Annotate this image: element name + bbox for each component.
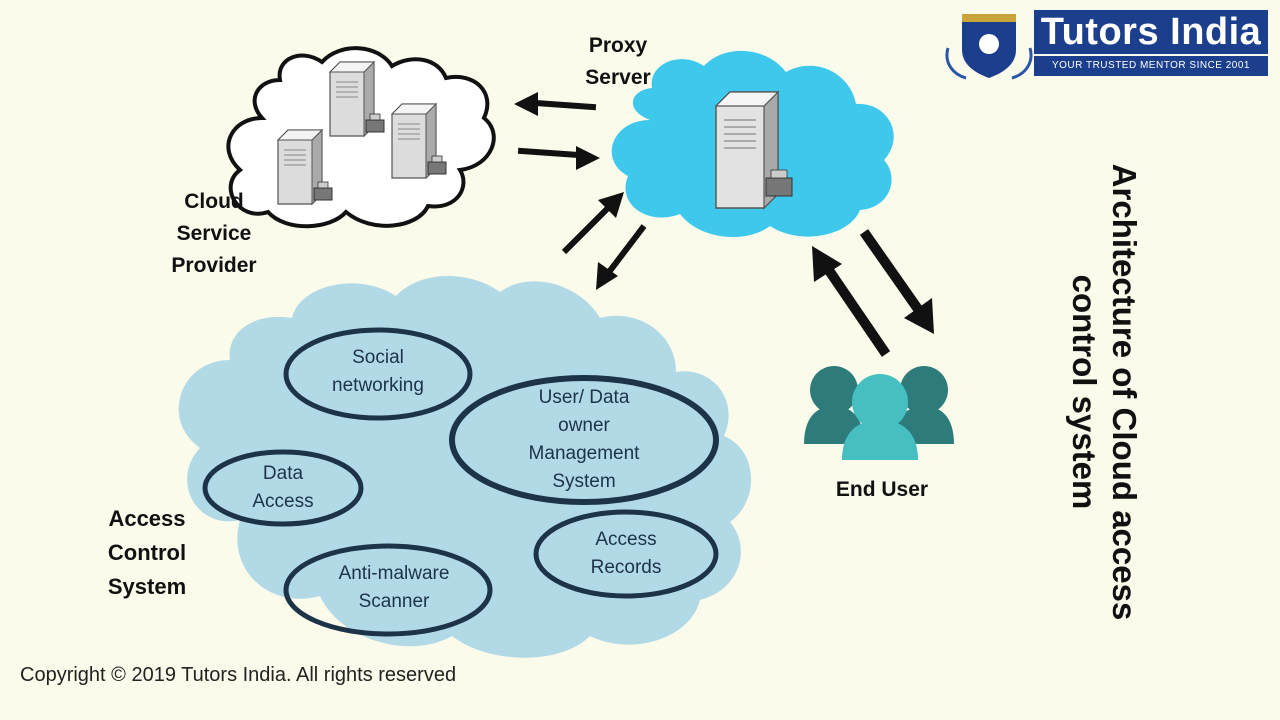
copyright-text: Copyright © 2019 Tutors India. All right… — [20, 664, 457, 686]
user-data-owner-ellipse — [449, 375, 719, 505]
arrow-access-to-proxy — [561, 192, 624, 255]
arrow-proxy-to-user — [859, 229, 934, 334]
data-access-label: Data Access — [252, 463, 314, 512]
social-networking-label: Social networking — [332, 347, 424, 396]
user-data-owner-label: User/ Data owner Management System — [528, 387, 640, 492]
arrow-proxy-to-provider — [514, 92, 597, 116]
user-group-icon — [804, 366, 954, 460]
logo: Tutors India YOUR TRUSTED MENTOR SINCE 2… — [940, 8, 1270, 78]
crest-icon — [945, 14, 1033, 80]
logo-title: Tutors India — [1034, 10, 1268, 54]
end-user-label: End User — [835, 478, 929, 501]
access-records-ellipse — [533, 509, 719, 599]
arrow-proxy-to-access — [596, 224, 647, 290]
logo-tagline: YOUR TRUSTED MENTOR SINCE 2001 — [1034, 56, 1268, 76]
cloud-service-provider-label: Cloud Service Provider — [171, 190, 257, 277]
arrow-provider-to-proxy — [517, 146, 600, 170]
social-networking-ellipse — [283, 327, 473, 421]
proxy-server-label: Proxy Server — [585, 34, 651, 89]
anti-malware-ellipse — [283, 543, 493, 637]
data-access-ellipse — [202, 449, 364, 527]
diagram-title-text: Architecture of Cloud access control sys… — [1066, 163, 1143, 621]
anti-malware-label: Anti-malware Scanner — [338, 563, 450, 612]
diagram-title: Architecture of Cloud access control sys… — [1064, 157, 1144, 627]
access-records-label: Access Records — [590, 529, 662, 578]
access-control-system-label: Access Control System — [107, 506, 187, 599]
arrow-user-to-proxy — [812, 246, 891, 357]
